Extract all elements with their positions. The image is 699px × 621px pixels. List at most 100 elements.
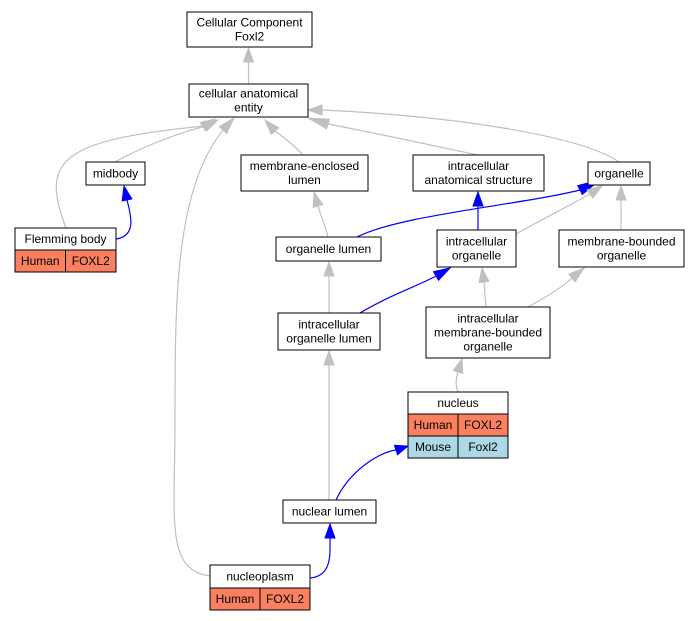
edge-flemming-to-midbody [115, 184, 133, 240]
edge-line [359, 275, 437, 314]
edge-organelle-to-cae [306, 104, 620, 163]
edge-arrowhead [312, 190, 324, 209]
edge-line [317, 205, 329, 238]
edge-olumen-to-mel [312, 190, 329, 238]
node-label-line: nucleus [437, 396, 478, 410]
node-label-line: membrane-bounded [434, 326, 542, 340]
edge-iorg-to-organelle [515, 185, 604, 235]
node-nlumen[interactable]: nuclear lumen [282, 499, 377, 524]
gene-label: FOXL2 [72, 254, 110, 268]
node-label-line: organelle [597, 249, 647, 263]
node-organelle[interactable]: organelle [587, 161, 651, 186]
node-olumen[interactable]: organelle lumen [275, 236, 382, 262]
node-label-line: midbody [93, 167, 138, 181]
edge-line [483, 281, 487, 308]
edge-nlumen-to-nucleus [335, 444, 410, 501]
edge-arrowhead [324, 522, 336, 539]
edge-arrowhead [452, 357, 464, 375]
edge-arrowhead [202, 119, 220, 132]
edge-line [327, 123, 479, 156]
edge-flemming-to-cae [55, 119, 220, 229]
edge-nucleoplasm-to-cae [173, 116, 236, 577]
node-label-line: membrane-bounded [567, 235, 675, 249]
node-label-line: nuclear lumen [292, 505, 367, 519]
node-label-line: intracellular [298, 318, 359, 332]
annotation-row-human: Human FOXL2 [209, 587, 311, 611]
edge-imbo-to-iorg [478, 266, 490, 308]
gene-label: FOXL2 [266, 592, 304, 606]
edge-line [173, 129, 224, 577]
edge-arrowhead [323, 349, 335, 366]
edge-arrowhead [218, 116, 236, 135]
node-box [275, 236, 382, 262]
edge-midbody-to-cae [114, 118, 217, 163]
gene-cell [259, 587, 311, 611]
node-label-line: intracellular [446, 235, 507, 249]
node-label-line: entity [234, 101, 263, 115]
edge-line [274, 130, 304, 156]
edge-arrowhead [323, 260, 335, 277]
species-label: Mouse [415, 440, 451, 454]
edge-nlumen-to-iol [323, 349, 335, 500]
gene-label: Foxl2 [468, 440, 498, 454]
edge-ias-to-cae [307, 117, 479, 156]
edge-arrowhead [615, 184, 627, 201]
node-label-line: organelle [463, 340, 513, 354]
node-box [188, 83, 309, 118]
edge-arrowhead [306, 104, 323, 116]
annotation-row-mouse: Mouse Foxl2 [407, 435, 509, 459]
node-label-line: intracellular [457, 312, 518, 326]
edge-arrowhead [393, 444, 410, 456]
edge-iol-to-olumen [323, 260, 335, 313]
edge-mbo-to-organelle [615, 184, 627, 230]
edge-mel-to-cae [263, 118, 304, 156]
edge-line [115, 199, 132, 240]
node-box [587, 161, 651, 186]
node-label-line: organelle [594, 167, 644, 181]
node-box [436, 229, 517, 268]
edge-arrowhead [121, 184, 133, 202]
edges [55, 46, 627, 579]
edge-iol-to-iorg [359, 267, 452, 314]
edge-arrowhead [307, 117, 331, 130]
species-label: Human [414, 418, 453, 432]
edge-arrowhead [567, 266, 586, 283]
node-midbody[interactable]: midbody [85, 161, 146, 186]
gene-label: FOXL2 [464, 418, 502, 432]
node-label-line: organelle lumen [286, 332, 371, 346]
edge-arrowhead [263, 118, 280, 136]
gene-cell [457, 435, 509, 459]
edge-arrowhead [586, 185, 604, 200]
edge-line [321, 109, 620, 163]
node-label-line: organelle [452, 249, 502, 263]
node-box [412, 154, 545, 192]
node-label-line: anatomical structure [424, 173, 532, 187]
edge-arrowhead [432, 267, 452, 282]
edge-arrowhead [472, 190, 484, 207]
edge-line [515, 193, 591, 235]
edge-nucleoplasm-to-nlumen [309, 522, 336, 579]
node-label-line: intracellular [448, 159, 509, 173]
edge-imbo-to-mbo [527, 266, 586, 308]
gene-cell [65, 249, 117, 273]
edge-arrowhead [478, 266, 490, 284]
edge-line [335, 449, 397, 501]
edge-line [455, 371, 459, 393]
species-label: Human [216, 592, 255, 606]
node-label-line: membrane-enclosed [250, 159, 359, 173]
edge-line [356, 189, 581, 238]
node-label-line: Cellular Component [196, 16, 303, 30]
species-label: Human [21, 254, 60, 268]
